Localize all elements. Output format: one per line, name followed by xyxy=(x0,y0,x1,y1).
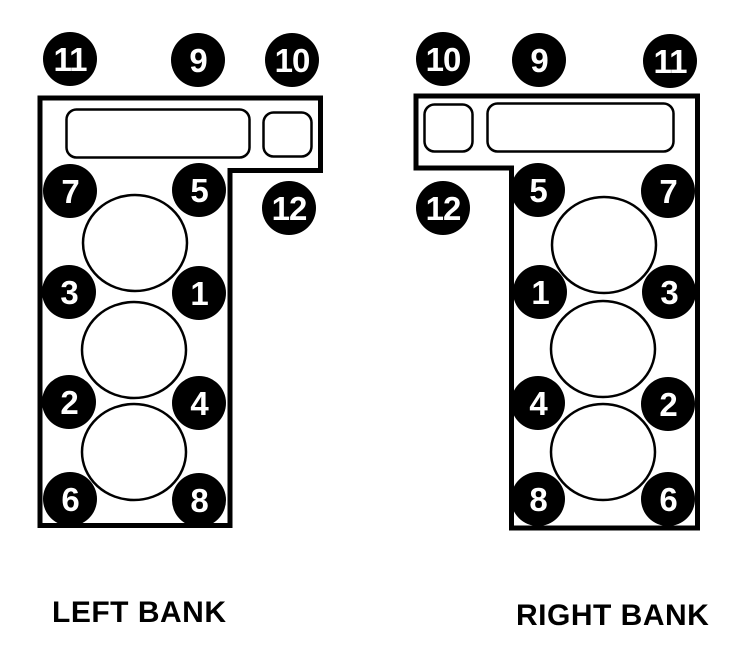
bolt-circle: 4 xyxy=(511,376,565,430)
right-cylinder-bore-3 xyxy=(549,402,657,502)
bolt-circle: 6 xyxy=(641,472,695,526)
bolt-circle: 6 xyxy=(43,472,97,526)
right-bank-label: RIGHT BANK xyxy=(516,599,710,632)
left-bank-outline xyxy=(37,95,323,528)
left-cylinder-bore-1 xyxy=(81,193,189,293)
bolt-circle: 1 xyxy=(513,265,567,319)
bolt-circle: 12 xyxy=(262,181,316,235)
bolt-circle: 2 xyxy=(641,377,695,431)
bolt-circle: 11 xyxy=(643,34,697,88)
right-cylinder-bore-2 xyxy=(549,299,657,399)
left-cylinder-bore-2 xyxy=(80,300,188,400)
right-bank-slot-small xyxy=(423,103,474,153)
bolt-circle: 10 xyxy=(265,33,319,87)
right-bank-outline xyxy=(413,93,700,531)
bolt-circle: 9 xyxy=(171,33,225,87)
bolt-circle: 10 xyxy=(416,32,470,86)
bolt-circle: 3 xyxy=(42,265,96,319)
left-bank-slot-small xyxy=(262,111,313,158)
bolt-circle: 7 xyxy=(641,164,695,218)
bolt-circle: 5 xyxy=(172,163,226,217)
left-bank-slot-large xyxy=(65,108,251,159)
bolt-circle: 2 xyxy=(42,375,96,429)
left-bank-label: LEFT BANK xyxy=(52,596,227,629)
bolt-circle: 9 xyxy=(512,33,566,87)
bolt-circle: 4 xyxy=(172,376,226,430)
right-bank-slot-large xyxy=(486,102,675,153)
bolt-circle: 12 xyxy=(416,181,470,235)
bolt-circle: 5 xyxy=(511,163,565,217)
right-cylinder-bore-1 xyxy=(550,195,658,295)
bolt-circle: 8 xyxy=(172,473,226,527)
left-cylinder-bore-3 xyxy=(80,402,188,502)
bolt-circle: 11 xyxy=(43,32,97,86)
bolt-circle: 7 xyxy=(43,164,97,218)
bolt-circle: 8 xyxy=(511,472,565,526)
bolt-circle: 1 xyxy=(172,266,226,320)
bolt-circle: 3 xyxy=(642,265,696,319)
